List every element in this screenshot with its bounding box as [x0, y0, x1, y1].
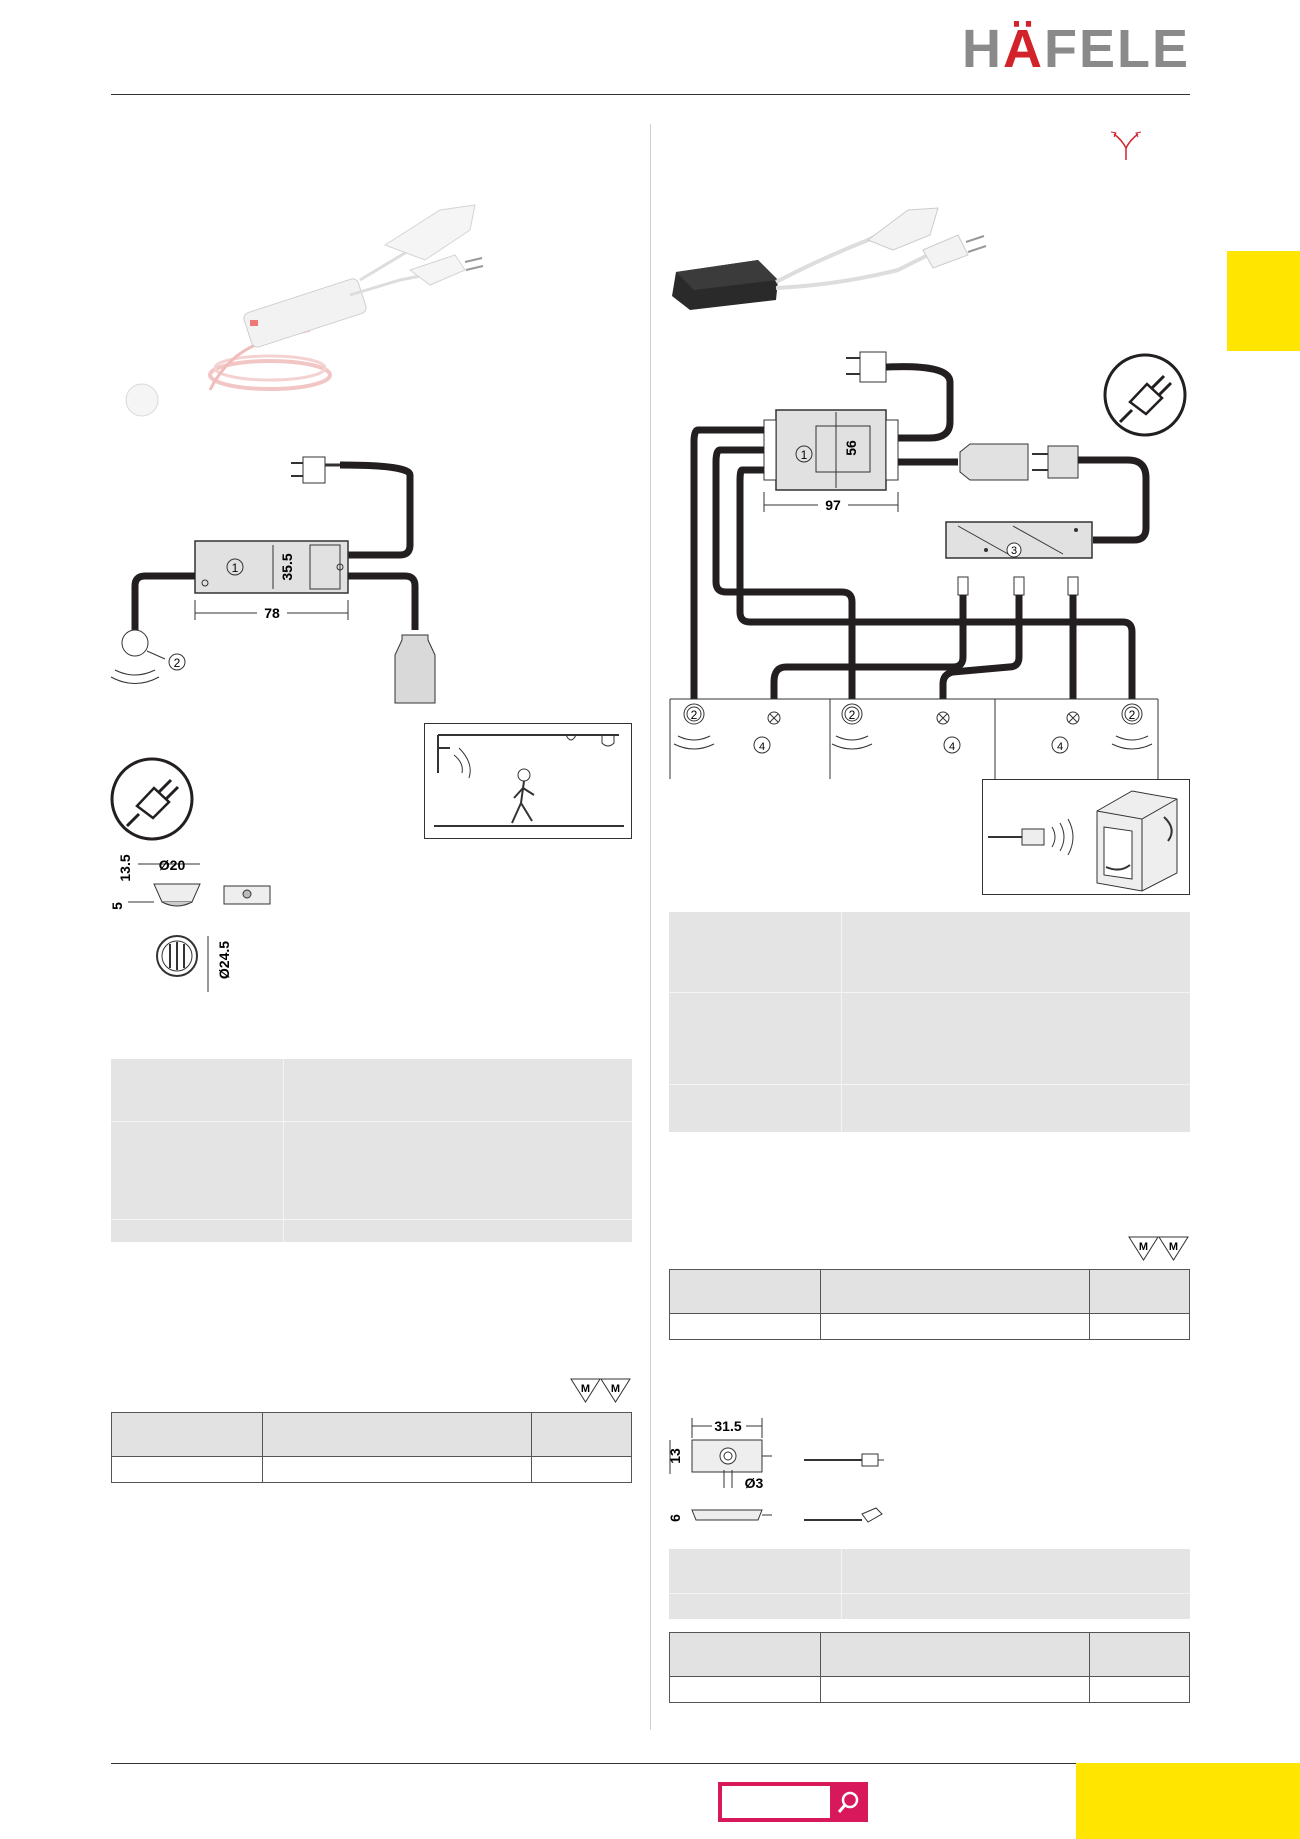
spec-table-right: [669, 912, 1190, 1132]
hafele-logo: HÄFELE: [961, 19, 1190, 79]
label-light-a: 4: [759, 741, 765, 753]
door-sensor-scene: [982, 779, 1190, 895]
order-table-right-1: [669, 1269, 1190, 1340]
label-light-c: 4: [1057, 741, 1063, 753]
dim-13: 13: [667, 1448, 683, 1464]
dim-6: 6: [667, 1514, 683, 1522]
search-button[interactable]: [830, 1782, 868, 1822]
footer-corner: [1076, 1763, 1300, 1839]
spec-table-small: [669, 1549, 1190, 1619]
label-sensor: 2: [174, 656, 181, 670]
column-divider: [650, 124, 651, 1730]
order-table-right-2: [669, 1632, 1190, 1703]
spec-table-left: [111, 1059, 632, 1242]
label-controller-right: 1: [801, 448, 808, 462]
wiring-diagram-left: 1 35.5 78 2: [110, 456, 436, 704]
control-box: [194, 540, 349, 594]
label-light-b: 4: [949, 741, 955, 753]
header-rule: [111, 94, 1190, 95]
socket-icon: [394, 634, 436, 704]
mark-m1: M: [581, 1383, 590, 1395]
order-table-left: [111, 1412, 632, 1483]
dim-d20: Ø20: [159, 857, 186, 873]
label-controller: 1: [232, 561, 239, 575]
product-photo-left: [125, 204, 484, 417]
plug-type-icon-left: [110, 757, 194, 841]
label-sensor-a: 2: [691, 708, 698, 722]
dim-31-5: 31.5: [714, 1418, 741, 1434]
dim-56: 56: [843, 440, 859, 456]
small-sensor-drawing: 31.5 13 Ø3 6: [667, 1418, 884, 1523]
plug-type-icon-right: [1103, 353, 1187, 437]
rotation-icon: [1110, 131, 1142, 160]
dim-13-5: 13.5: [117, 854, 133, 881]
sensor-icon: [121, 629, 149, 657]
product-photo-right: [672, 207, 987, 310]
dim-d3: Ø3: [745, 1475, 764, 1491]
mark-icons-right: M M: [1128, 1236, 1189, 1261]
label-sensor-b: 2: [849, 708, 856, 722]
dim-height-label: 35.5: [279, 553, 295, 580]
label-distributor: 3: [1011, 545, 1017, 557]
dim-97: 97: [825, 497, 841, 513]
label-sensor-c: 2: [1129, 708, 1136, 722]
dim-d24-5: Ø24.5: [216, 941, 232, 979]
sensor-dimension-drawing: 13.5 Ø20 5 Ø24.5: [110, 854, 271, 992]
mark-m1-right: M: [1139, 1241, 1148, 1253]
wiring-diagram-right: 1 56 97 3 2 2 2 4 4 4: [669, 351, 1160, 779]
mark-m2-right: M: [1169, 1241, 1178, 1253]
plug-top-icon: [302, 456, 326, 484]
section-tab[interactable]: [1227, 251, 1300, 351]
search-icon: [837, 1791, 859, 1813]
mark-icons-left: M M: [570, 1378, 631, 1403]
dim-width-label: 78: [264, 605, 280, 621]
footer-rule: [111, 1763, 1190, 1764]
dim-5: 5: [110, 902, 125, 910]
mark-m2: M: [611, 1383, 620, 1395]
motion-scene: [424, 723, 632, 839]
